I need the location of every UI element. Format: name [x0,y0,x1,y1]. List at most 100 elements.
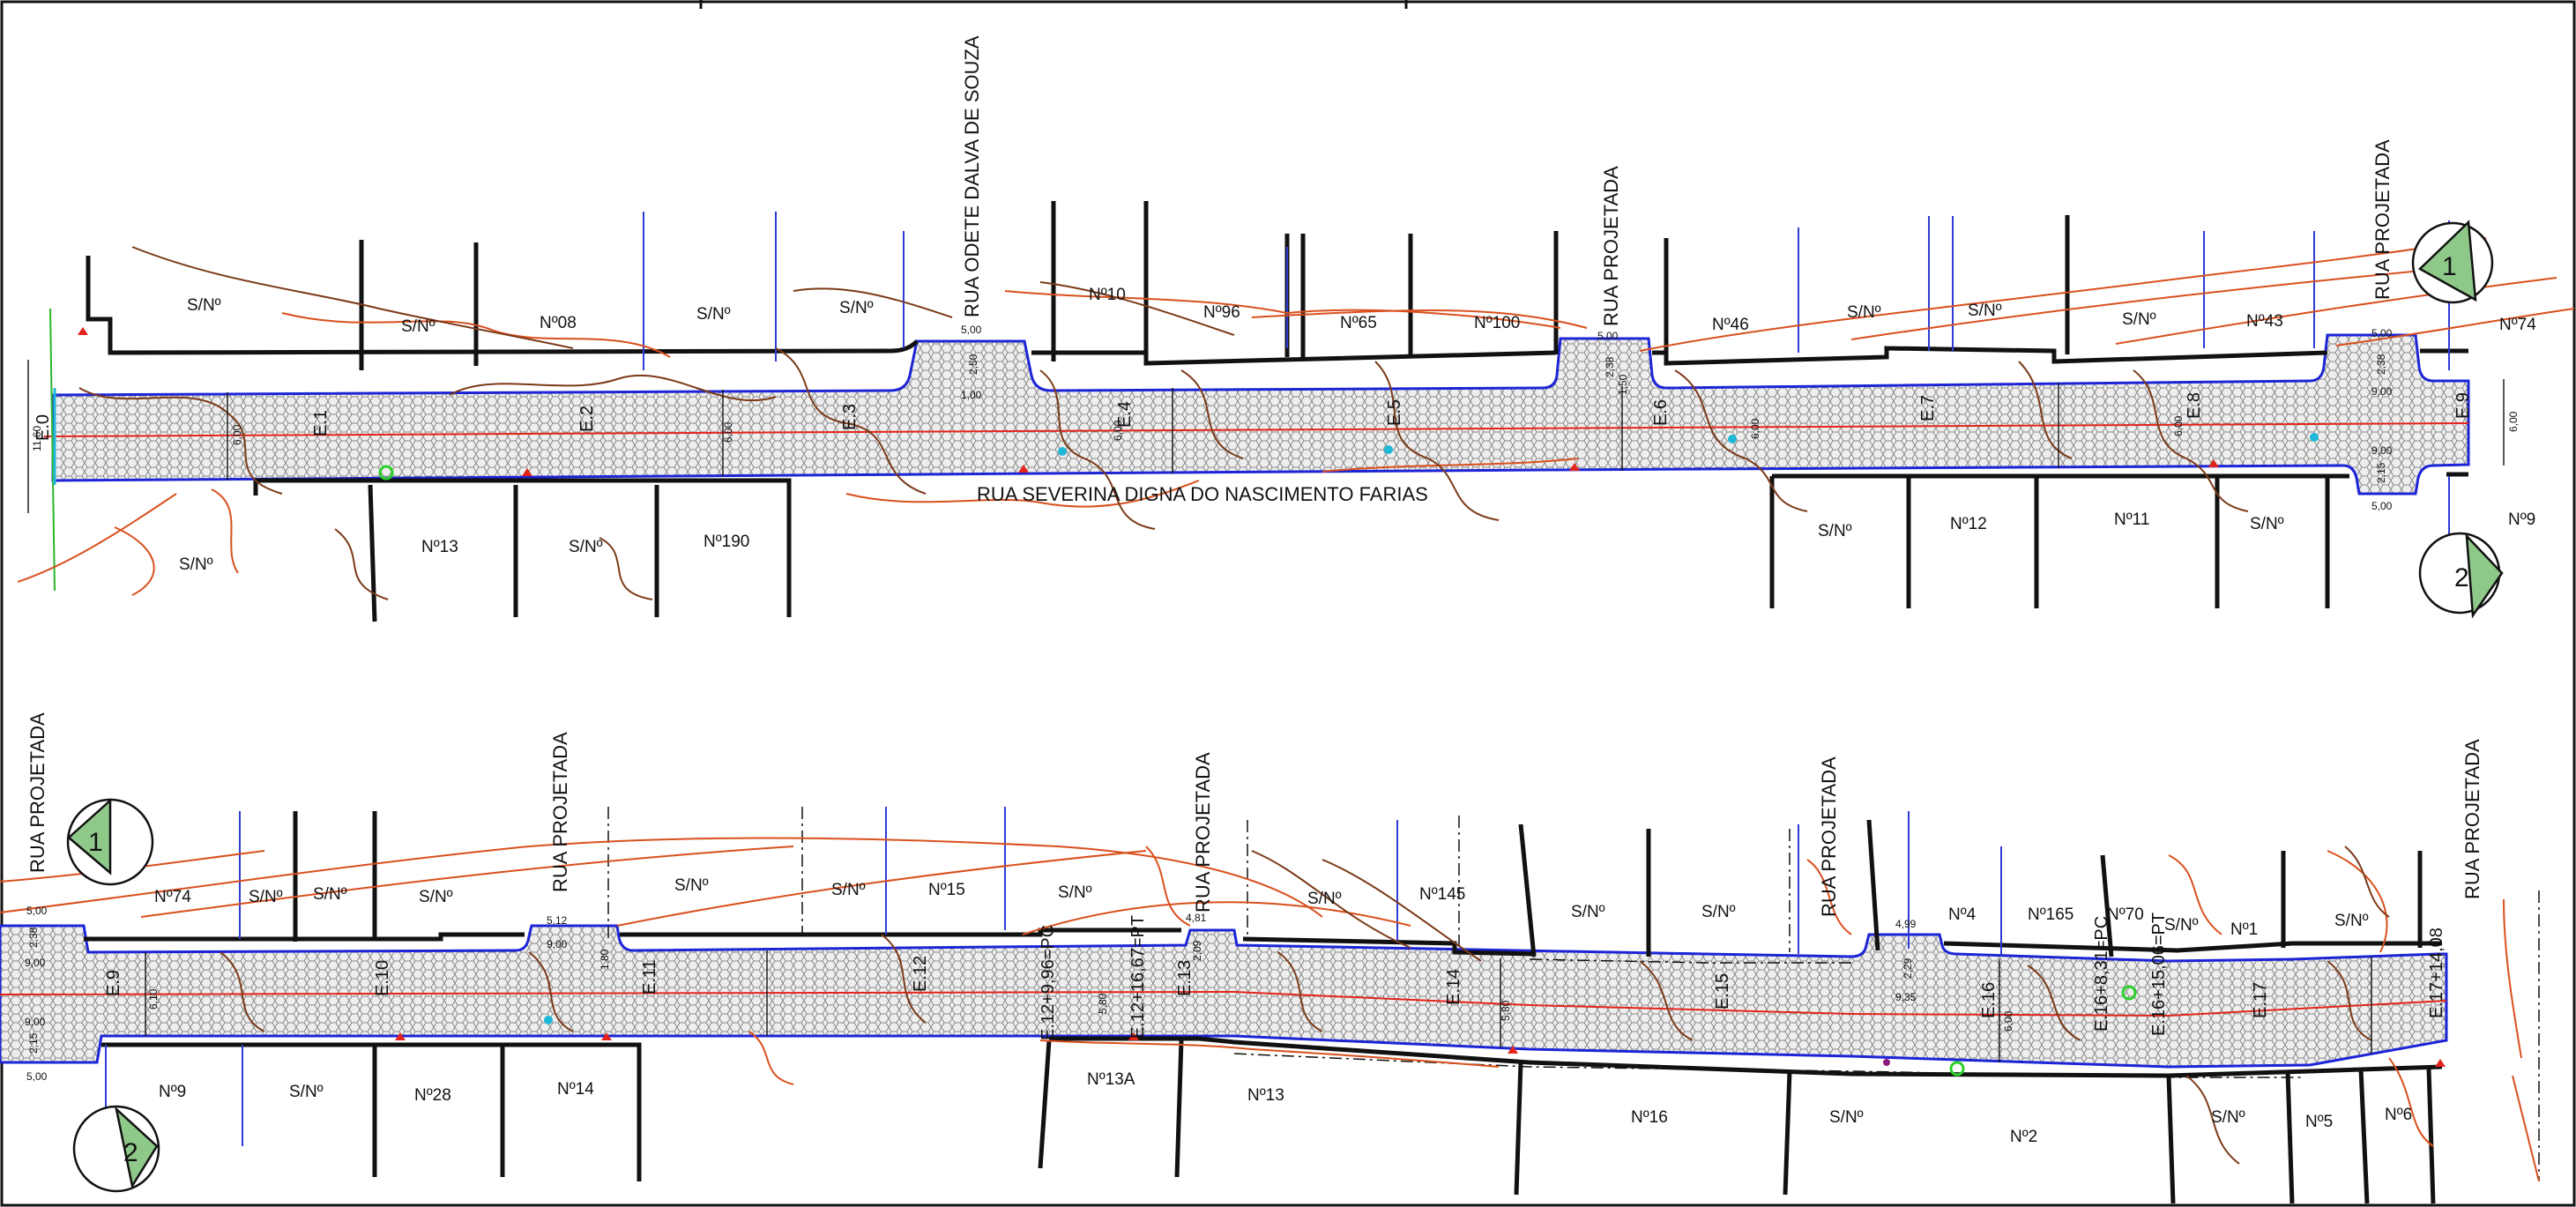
lot-label: S/Nº [313,885,347,904]
lot-label: S/Nº [1701,903,1736,921]
street-name-cross-1: RUA PROJETADA [26,712,48,873]
dimension-label: 1,50 [1617,374,1629,395]
dimension-label: 5,00 [26,905,48,917]
section-marker-1-bottom: 1 [66,798,154,886]
station-label: E.12+9,96=PC [1039,925,1058,1040]
lot-label: Nº2 [2010,1128,2037,1146]
lot-label: S/Nº [696,305,731,324]
dimension-label: 5,00 [1597,330,1619,342]
lot-label: S/Nº [569,538,603,556]
dimension-label: 9,00 [2371,385,2393,398]
dimension-label: 6,00 [722,421,734,443]
lot-label: S/Nº [419,888,453,906]
station-label: E.12+16,67=PT [1128,915,1148,1039]
lot-line-south-a [253,478,792,617]
purple-point-bottom [1883,1059,1890,1066]
lot-label: S/Nº [289,1083,324,1101]
lot-label: Nº96 [1203,303,1240,322]
dimension-label: 9,00 [547,938,568,950]
lot-label: Nº14 [557,1080,594,1099]
station-label: E.16+15,06=PT [2149,913,2169,1036]
red-point-top-d [2208,459,2219,467]
dimension-label: 1,80 [599,949,611,970]
lot-label: Nº74 [154,888,191,906]
dimension-label: 9,00 [25,1016,46,1028]
lot-label: Nº145 [1419,885,1465,904]
lot-label: Nº13 [1247,1086,1284,1105]
station-ticks-top [227,379,2505,481]
property-lines-north-bottom [239,807,2002,957]
red-point-bottom-c [1128,1032,1139,1040]
road-surface-top [51,333,2470,495]
dimension-label: 2,38 [2375,354,2387,375]
cyan-point-bottom [544,1016,553,1024]
road-axis-bottom [0,990,2447,1017]
dimension-label: 9,35 [1895,991,1917,1003]
cyan-point-top-a [1058,447,1067,456]
lot-dividers-south [368,476,2330,622]
lot-label: Nº43 [2246,312,2283,331]
dimension-label: 2,15 [2375,462,2387,483]
street-name-cross-3: RUA PROJETADA [2371,139,2394,300]
dimension-label: 4,81 [1186,912,1207,924]
red-point-bottom-d [1508,1046,1518,1054]
lot-label: Nº16 [1631,1108,1668,1127]
dimension-label: 4,99 [1895,918,1917,930]
station-label: E.5 [1385,399,1404,426]
street-name-main: RUA SEVERINA DIGNA DO NASCIMENTO FARIAS [977,483,1428,505]
dimension-label: 6,10 [147,988,160,1010]
property-lines-north [643,212,2450,370]
dimension-label: 6,00 [1749,418,1761,439]
lot-label: Nº13 [421,538,458,556]
lot-label: Nº74 [2499,316,2536,334]
dimension-label: 1,00 [961,389,982,401]
lot-line-north-a [86,256,919,355]
bottom-strip: 1 2 RUA PROJETADA RUA PROJETADA RUA PROJ… [0,712,2540,1204]
street-name-cross-1: RUA ODETE DALVA DE SOUZA [961,35,983,317]
lot-label: Nº15 [928,881,965,899]
dimension-label: 2,38 [27,927,40,948]
lot-dividers-north [359,201,2070,370]
lot-label: S/Nº [831,881,866,899]
lot-label: S/Nº [2164,916,2199,935]
lot-label: S/Nº [249,888,283,906]
station-label: E.3 [840,404,860,430]
road-axis-top [43,422,2469,437]
street-name-cross-2: RUA PROJETADA [549,732,571,892]
station-label: E.14 [1444,969,1463,1005]
lot-dividers-north-bottom [293,811,2423,957]
dimension-label: 11,60 [31,426,43,451]
lot-label: S/Nº [839,299,874,317]
lot-line-north-bottom-c [1242,936,1535,957]
lot-label: Nº70 [2107,905,2144,924]
cyan-point-top-d [2310,433,2319,442]
dimension-label: 5,80 [1500,1000,1512,1021]
lot-line-north-b [1031,350,1557,366]
green-point-bottom-a [2121,985,2137,1001]
lot-label: Nº5 [2305,1113,2333,1131]
station-label: E.17+14,08 [2427,928,2446,1018]
lot-label: Nº12 [1950,515,1987,533]
street-name-cross-3: RUA PROJETADA [1192,752,1214,913]
section-marker-1-top: 1 [2411,220,2494,304]
lot-label: S/Nº [2122,310,2156,329]
red-point-top-e [78,327,88,335]
station-label: E.16+8,31=PC [2092,916,2111,1032]
section-marker-label: 2 [123,1138,138,1167]
lot-line-south-bottom-a [101,1042,642,1181]
red-point-bottom-b [601,1032,612,1040]
lot-label: Nº6 [2385,1106,2412,1124]
lot-label: Nº9 [2508,510,2535,529]
dimension-label: 2,15 [27,1032,40,1054]
dimension-label: 9,00 [25,957,46,969]
lot-label: S/Nº [187,296,221,315]
red-point-top-c [1569,463,1580,471]
station-label: E.13 [1175,960,1195,996]
section-marker-label: 2 [2454,563,2469,592]
lot-label: S/Nº [401,317,436,336]
dimension-label: 2,38 [1604,356,1616,377]
lot-label: S/Nº [1829,1108,1864,1127]
dimension-label: 5,00 [961,324,982,336]
